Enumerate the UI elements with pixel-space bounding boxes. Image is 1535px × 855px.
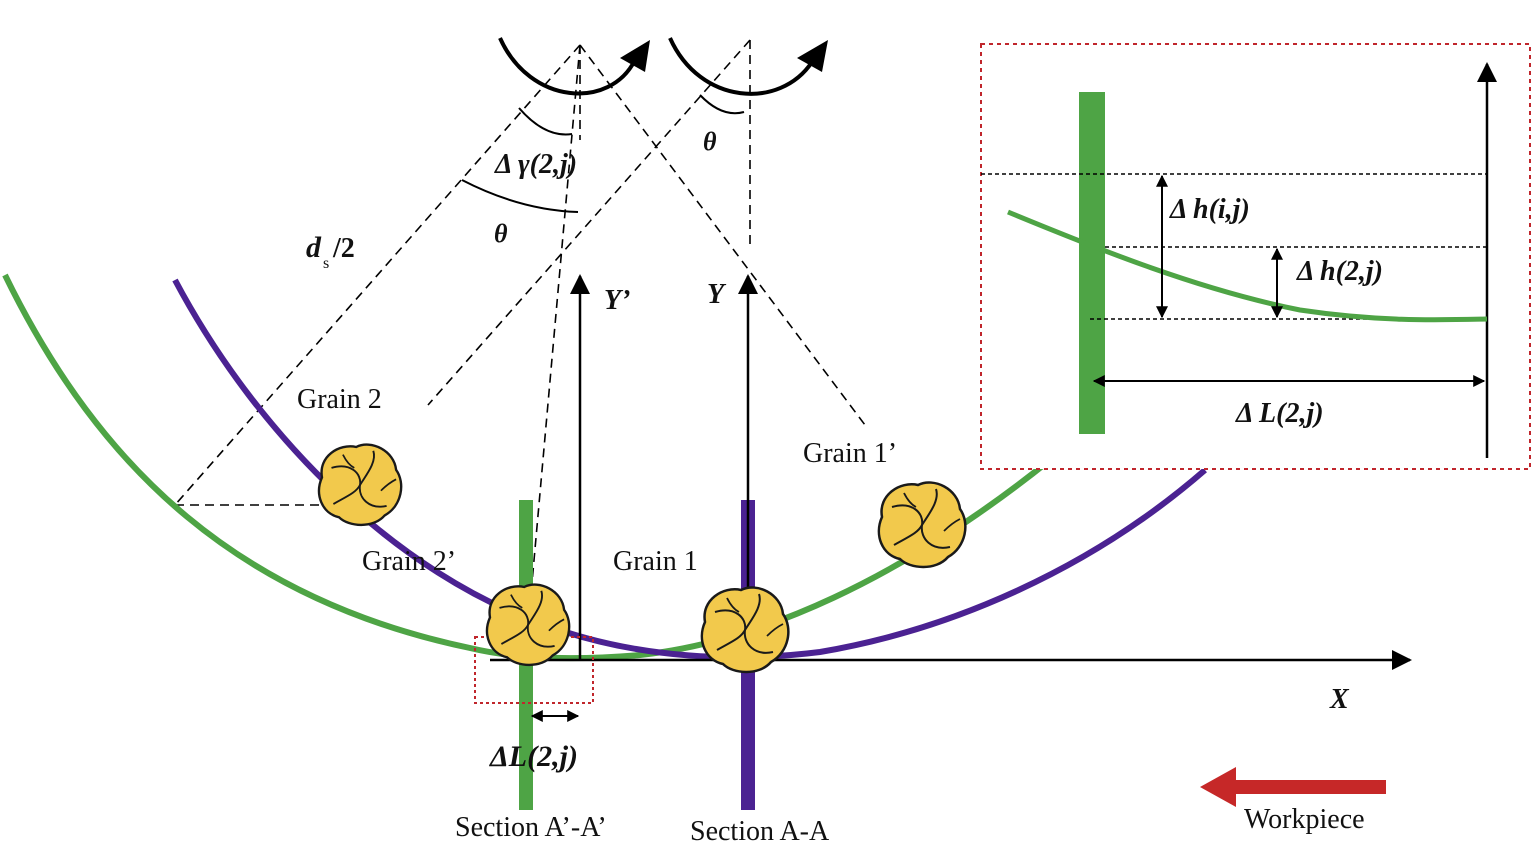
center-diagonal-line: [579, 44, 866, 426]
x-label: X: [1329, 684, 1350, 715]
theta-arc-right: [699, 94, 745, 115]
theta-arc-left: [461, 179, 579, 213]
angle-arcs: [461, 94, 745, 213]
grain1-label: Grain 1: [613, 546, 698, 577]
y-prime-label: Y’: [604, 285, 630, 316]
delta-l-label: ΔL(2,j): [489, 740, 578, 773]
delta-gamma-label: Δ γ(2,j): [494, 149, 577, 180]
inset-delta-h-2j-label: Δ h(2,j): [1296, 256, 1383, 287]
grain-icon: [877, 481, 967, 569]
workpiece-label: Workpiece: [1244, 804, 1365, 835]
grain2-radius-line: [174, 44, 581, 506]
inset-panel: Δ h(i,j) Δ h(2,j) Δ L(2,j): [980, 43, 1531, 470]
delta-gamma-arc: [518, 107, 573, 136]
theta-label-left: θ: [494, 219, 508, 248]
grain2p-label: Grain 2’: [362, 546, 456, 577]
clockwise-arrow-icon: [668, 37, 828, 96]
grain-icon: [485, 583, 571, 667]
zoom-region-box: [474, 636, 594, 704]
grain-icon: [317, 443, 403, 527]
theta-label-right: θ: [703, 127, 717, 156]
grain-icon: [700, 586, 790, 674]
inset-green-bar: [1079, 92, 1105, 434]
ds-subscript: s: [323, 255, 329, 272]
inset-green-profile: [1007, 209, 1488, 323]
grain2-label: Grain 2: [297, 384, 382, 415]
ds-label: d: [306, 231, 322, 264]
left-arrow-icon: [1200, 767, 1386, 807]
ds-tail: /2: [332, 233, 355, 264]
section-a-prime-label: Section A’-A’: [455, 812, 607, 843]
grain2p-radius-line: [529, 44, 581, 606]
inset-delta-h-ij-label: Δ h(i,j): [1169, 194, 1250, 225]
inset-delta-l-label: Δ L(2,j): [1235, 398, 1324, 429]
grain1p-label: Grain 1’: [803, 438, 897, 469]
y-label: Y: [707, 279, 727, 310]
clockwise-arrow-icon: [498, 37, 650, 96]
section-a-label: Section A-A: [690, 816, 830, 847]
purple-wheel-profile: [172, 278, 1207, 661]
grain1-radius-line: [427, 39, 751, 406]
